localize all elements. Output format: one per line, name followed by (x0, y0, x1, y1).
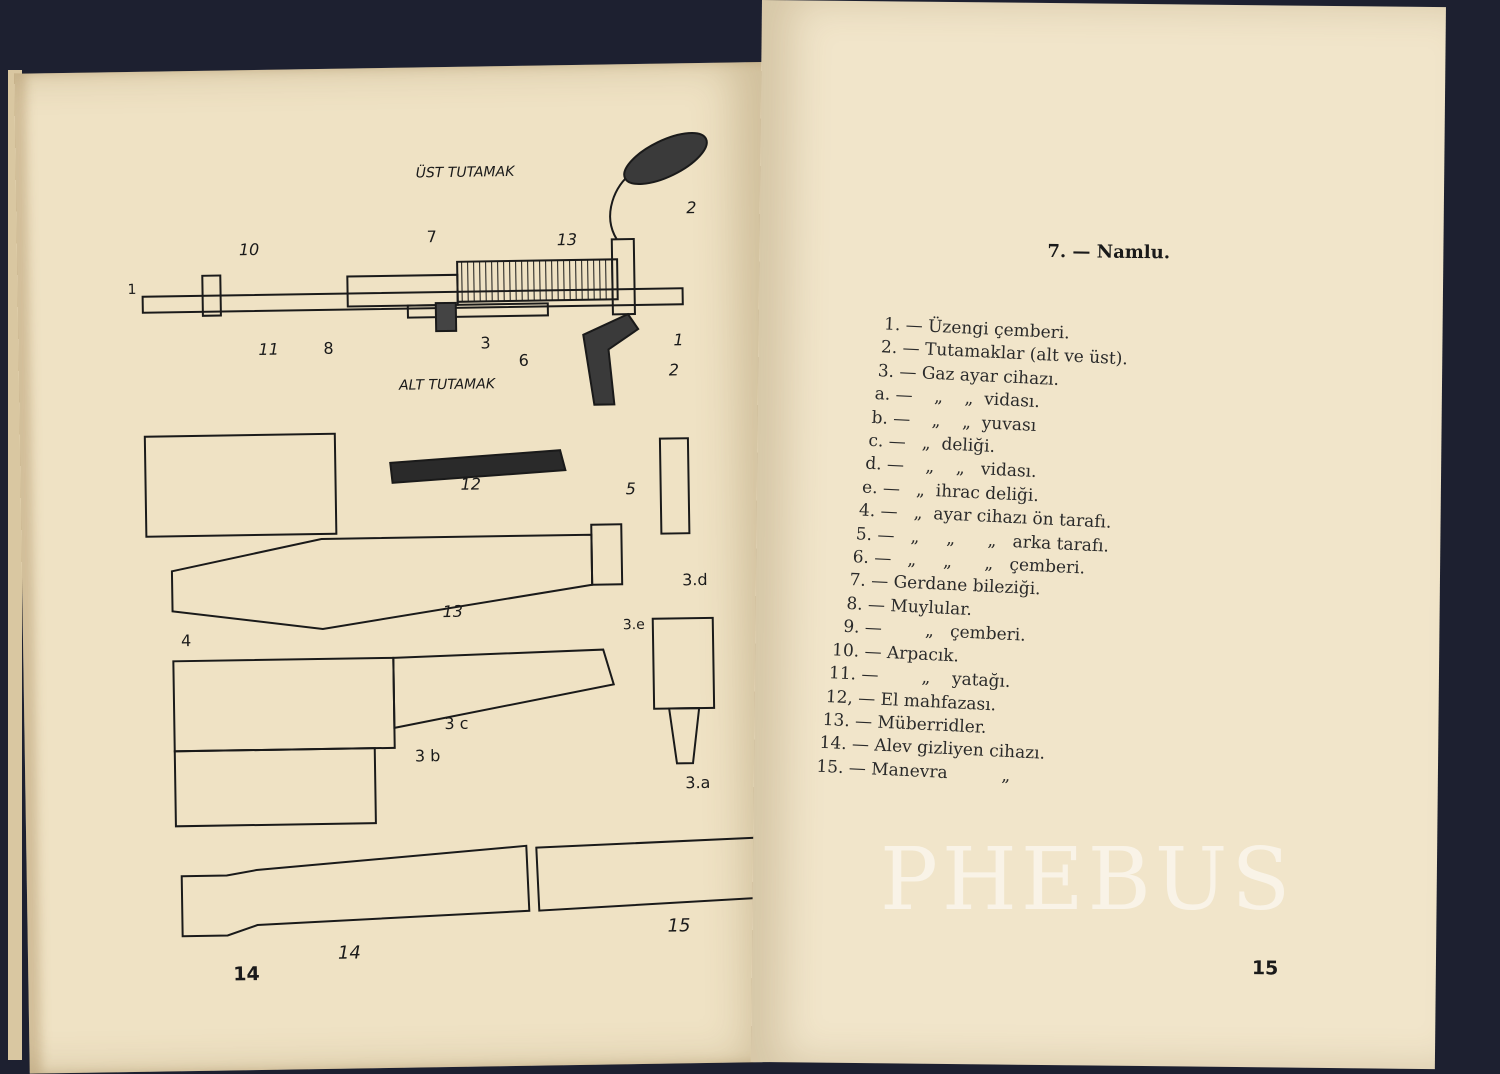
label-8: 8 (323, 339, 333, 358)
label-alt-tutamak: ALT TUTAMAK (398, 376, 497, 394)
label-13: 13 (442, 602, 463, 621)
left-page: ÜST TUTAMAK ALT TUTAMAK 1 1 2 2 3 6 7 8 … (14, 62, 778, 1074)
label-2: 2 (669, 360, 679, 379)
label-6: 6 (519, 351, 529, 370)
label-11: 11 (258, 340, 279, 359)
label-2: 2 (686, 198, 696, 217)
label-15: 15 (667, 915, 690, 936)
label-3d: 3.d (682, 570, 708, 589)
label-5: 5 (626, 479, 636, 498)
label-4: 4 (181, 631, 191, 650)
label-ust-tutamak: ÜST TUTAMAK (416, 162, 517, 182)
label-3: 3 (480, 333, 490, 352)
page-number: 14 (233, 963, 260, 986)
label-1: 1 (673, 330, 683, 349)
barrel-assembly-drawing (141, 132, 708, 406)
label-1: 1 (127, 282, 136, 298)
label-14: 14 (338, 942, 361, 963)
section-heading: 7. — Namlu. (1047, 241, 1171, 264)
label-7: 7 (427, 227, 437, 246)
label-3e: 3.e (623, 617, 645, 633)
label-13: 13 (557, 230, 578, 249)
label-3b: 3 b (415, 746, 441, 765)
gas-regulator-drawing (143, 432, 716, 828)
watermark: PHEBUS (880, 830, 1295, 930)
parts-list: 1. — Üzengi çemberi. 2. — Tutamaklar (al… (806, 311, 1130, 793)
label-10: 10 (239, 240, 260, 259)
label-12: 12 (460, 474, 481, 493)
label-3c: 3 c (444, 714, 468, 733)
gun-barrel-diagram: ÜST TUTAMAK ALT TUTAMAK 1 1 2 2 3 6 7 8 … (127, 132, 777, 964)
label-3a: 3.a (685, 773, 710, 792)
page-number: 15 (1251, 957, 1279, 980)
